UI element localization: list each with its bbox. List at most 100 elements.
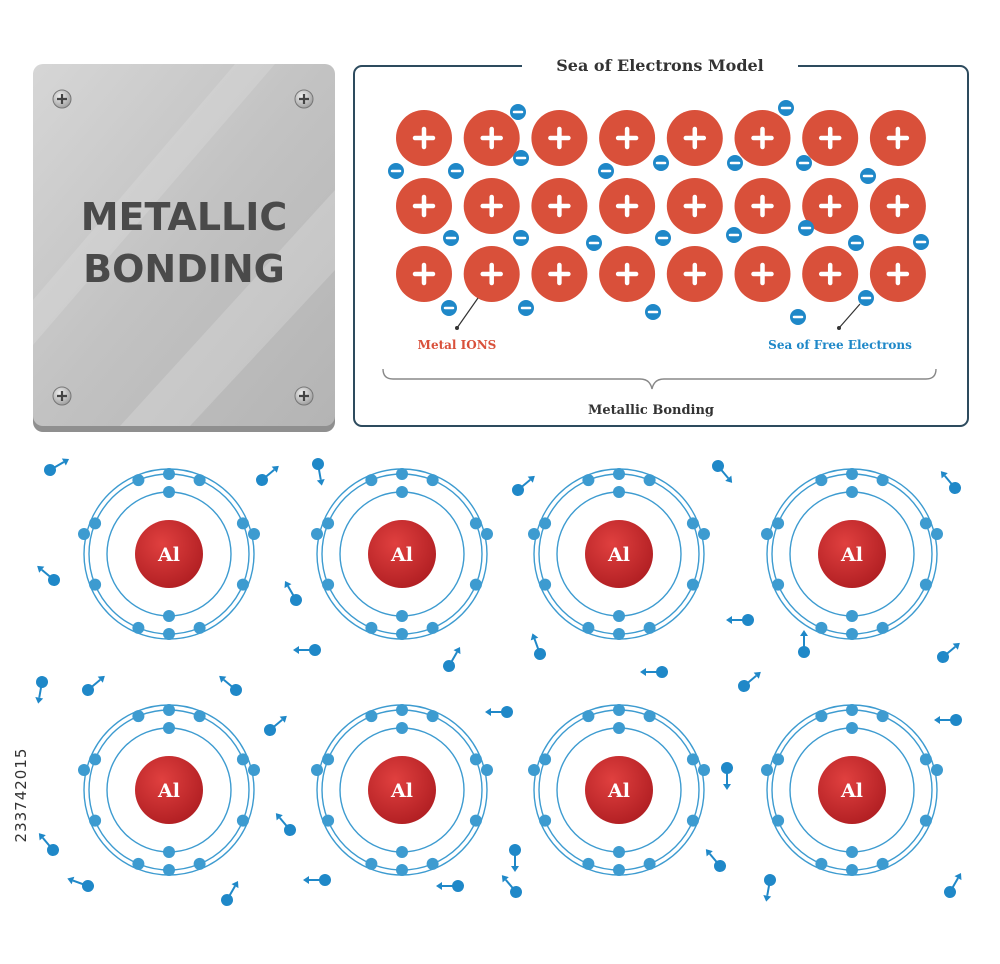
positive-ion-icon (802, 110, 859, 166)
moving-electron-icon (303, 874, 331, 886)
aluminium-atom: Al (761, 704, 943, 876)
electron-dot (643, 474, 656, 487)
moving-electron-icon (264, 715, 287, 736)
atom-symbol: Al (607, 544, 630, 566)
moving-electron-icon (443, 646, 461, 672)
electron-dot (163, 628, 175, 640)
moving-electron-icon (82, 675, 105, 696)
moving-electron-icon (284, 580, 302, 606)
moving-electron-icon (512, 475, 535, 496)
moving-electron-icon (738, 671, 761, 692)
moving-electron-icon (937, 642, 960, 663)
moving-electron-icon (798, 630, 810, 658)
moving-electron-icon (67, 876, 94, 892)
electron-dot (846, 628, 858, 640)
electron-dot (772, 517, 785, 530)
electron-dot (365, 857, 378, 870)
moving-electron-icon (726, 614, 754, 626)
moving-electron-icon (705, 849, 726, 872)
electron-dot (846, 846, 858, 858)
electron-dot (193, 621, 206, 634)
positive-ion-icon (734, 178, 791, 234)
electron-callout-line (838, 303, 861, 329)
electron-dot (469, 517, 482, 530)
electron-dot (919, 578, 932, 591)
atom-symbol: Al (840, 544, 863, 566)
ion-callout-line (456, 297, 479, 329)
electron-dot (426, 710, 439, 723)
electron-dot (163, 722, 175, 734)
electron-dot (193, 710, 206, 723)
moving-electron-icon (721, 762, 733, 790)
electron-dot (613, 468, 625, 480)
electron-dot (248, 764, 260, 776)
plate-title-line2: BONDING (83, 247, 285, 291)
moving-electron-icon (530, 633, 546, 660)
electron-icon (513, 230, 529, 246)
electron-dot (613, 864, 625, 876)
electron-dot (846, 486, 858, 498)
electron-icon (645, 304, 661, 320)
positive-ion-icon (802, 178, 859, 234)
positive-ion-icon (734, 110, 791, 166)
side-identifier-text: 233742015 (12, 747, 30, 843)
moving-electron-icon (38, 833, 59, 856)
moving-electron-icon (944, 872, 962, 898)
electron-icon (586, 235, 602, 251)
electron-icon (513, 150, 529, 166)
electron-dot (469, 578, 482, 591)
electron-dot (613, 610, 625, 622)
model-title: Sea of Electrons Model (556, 56, 764, 75)
electron-icon (727, 155, 743, 171)
free-electrons-label: Sea of Free Electrons (768, 338, 912, 352)
electron-dot (322, 814, 335, 827)
screw-plus-icon (52, 386, 72, 406)
electron-dot (846, 610, 858, 622)
electron-dot (89, 814, 102, 827)
moving-electron-icon (44, 458, 70, 476)
electron-dot (539, 517, 552, 530)
plate-title-line1: METALLIC (81, 195, 288, 239)
electron-dot (396, 486, 408, 498)
atom-symbol: Al (157, 780, 180, 802)
electron-icon (726, 227, 742, 243)
moving-electron-icon (940, 471, 961, 494)
electron-dot (311, 764, 323, 776)
electron-dot (846, 722, 858, 734)
electron-dot (846, 864, 858, 876)
electron-dot (193, 474, 206, 487)
moving-electron-icon (37, 565, 60, 586)
electron-dot (396, 722, 408, 734)
electron-dot (481, 764, 493, 776)
electron-dot (528, 764, 540, 776)
electron-dot (426, 474, 439, 487)
aluminium-atom: Al (528, 704, 710, 876)
electron-dot (539, 814, 552, 827)
electron-dot (396, 864, 408, 876)
electron-dot (248, 528, 260, 540)
side-identifier: 233742015 (6, 730, 36, 860)
electron-dot (236, 517, 249, 530)
free-electron-sea (388, 100, 929, 325)
positive-ion-icon (666, 246, 723, 302)
electron-dot (876, 710, 889, 723)
positive-ion-icon (734, 246, 791, 302)
aluminium-atom: Al (78, 468, 260, 640)
positive-ion-icon (666, 178, 723, 234)
electron-dot (163, 486, 175, 498)
positive-ion-icon (869, 246, 926, 302)
electron-dot (613, 722, 625, 734)
atom-symbol: Al (157, 544, 180, 566)
electron-dot (761, 764, 773, 776)
positive-ion-icon (531, 246, 588, 302)
metal-ions-label: Metal IONS (418, 338, 497, 352)
electron-dot (528, 528, 540, 540)
electron-dot (772, 753, 785, 766)
atom-symbol: Al (607, 780, 630, 802)
electron-dot (311, 528, 323, 540)
electron-dot (698, 528, 710, 540)
positive-ion-icon (531, 178, 588, 234)
electron-dot (78, 528, 90, 540)
positive-ion-icon (802, 246, 859, 302)
moving-electron-icon (293, 644, 321, 656)
